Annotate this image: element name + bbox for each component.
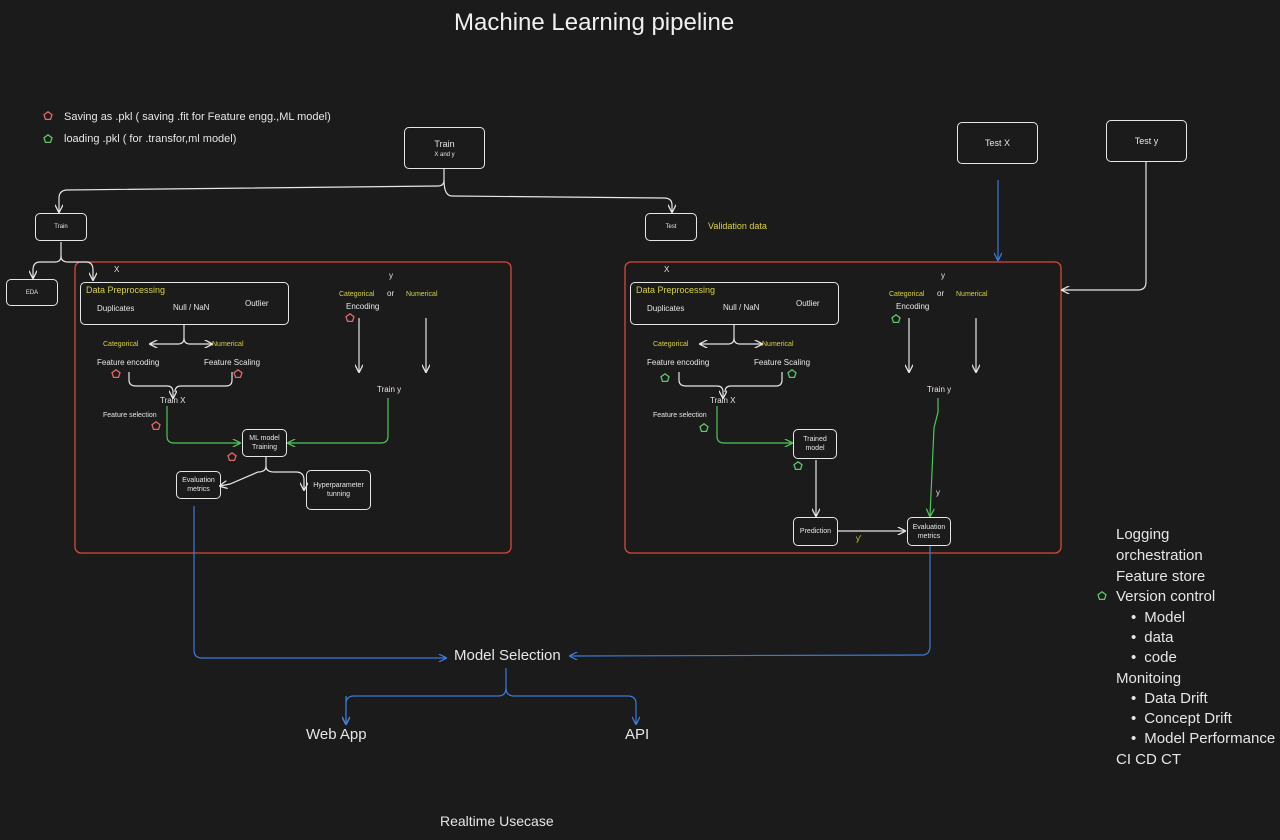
- load-marker: [793, 460, 803, 471]
- train-split-box: Train: [35, 213, 87, 241]
- left-feature-encoding: Feature encoding: [97, 358, 160, 367]
- y-true-label: y: [936, 488, 940, 497]
- web-app-label: Web App: [306, 726, 367, 743]
- right-outlier: Outlier: [796, 299, 820, 308]
- ml-model-line2: Training: [251, 444, 278, 451]
- test-split-box: Test: [645, 213, 697, 241]
- side-vc-item: Model: [1131, 610, 1185, 625]
- right-preprocessing-title: Data Preprocessing: [636, 285, 716, 295]
- right-feature-scaling: Feature Scaling: [754, 358, 811, 367]
- left-eval-line1: Evaluation: [182, 477, 215, 484]
- right-train-x: Train X: [710, 396, 736, 405]
- right-categorical: Categorical: [653, 341, 689, 348]
- load-marker: [699, 422, 709, 433]
- left-eval-line2: metrics: [187, 486, 210, 493]
- right-y-encoding: Encoding: [896, 302, 930, 311]
- api-label: API: [625, 726, 650, 743]
- side-monitoring: Monitoing: [1116, 670, 1182, 687]
- left-evaluation-box: Evaluation metrics: [176, 471, 221, 499]
- left-feature-scaling: Feature Scaling: [204, 358, 261, 367]
- y-pred-label: y': [856, 534, 862, 543]
- left-y-encoding: Encoding: [346, 302, 380, 311]
- model-selection-label: Model Selection: [454, 647, 561, 664]
- legend-load-marker: [43, 133, 53, 144]
- left-outlier: Outlier: [245, 299, 269, 308]
- side-mon-item: Data Drift: [1131, 691, 1207, 706]
- left-x-label: X: [114, 265, 120, 274]
- right-y-or: or: [937, 289, 945, 298]
- left-train-x: Train X: [160, 396, 186, 405]
- right-y-categorical: Categorical: [889, 291, 925, 298]
- hyper-line2: tunning: [327, 491, 350, 498]
- side-mon-item: Model Performance: [1131, 731, 1275, 746]
- right-x-label: X: [664, 265, 670, 274]
- load-marker: [1097, 590, 1107, 601]
- left-preprocessing-title: Data Preprocessing: [86, 285, 166, 295]
- right-feature-selection: Feature selection: [653, 412, 707, 419]
- left-train-y: Train y: [377, 385, 402, 394]
- train-xy-box: Train X and y: [404, 127, 485, 169]
- testing-panel: [624, 261, 1062, 554]
- load-marker: [891, 313, 901, 324]
- side-cicd: CI CD CT: [1116, 751, 1181, 768]
- realtime-usecase-label: Realtime Usecase: [440, 813, 554, 829]
- test-x-box: Test X: [957, 122, 1038, 164]
- left-duplicates: Duplicates: [97, 304, 135, 313]
- right-eval-line1: Evaluation: [912, 523, 946, 531]
- left-y-numerical: Numerical: [406, 291, 438, 298]
- right-y-numerical: Numerical: [956, 291, 988, 298]
- side-vc-item: data: [1131, 630, 1173, 645]
- left-feature-selection: Feature selection: [103, 412, 157, 419]
- save-marker: [151, 420, 161, 431]
- left-y-label: y: [389, 271, 393, 280]
- training-panel: [74, 261, 512, 554]
- ml-model-line1: ML model: [249, 435, 280, 442]
- prediction-box: Prediction: [793, 517, 838, 546]
- hyper-line1: Hyperparameter: [313, 482, 364, 489]
- load-marker: [660, 372, 670, 383]
- ml-model-training-box: ML model Training: [242, 429, 287, 457]
- left-y-or: or: [387, 289, 395, 298]
- right-evaluation-box: Evaluation metrics: [907, 517, 951, 546]
- legend-save-label: Saving as .pkl ( saving .fit for Feature…: [64, 111, 331, 123]
- test-y-box: Test y: [1106, 120, 1187, 162]
- right-duplicates: Duplicates: [647, 304, 685, 313]
- left-numerical: Numerical: [212, 341, 244, 348]
- side-vc-item: code: [1131, 650, 1177, 665]
- left-y-categorical: Categorical: [339, 291, 375, 298]
- save-marker: [111, 368, 121, 379]
- eda-box: EDA: [6, 279, 58, 306]
- left-categorical: Categorical: [103, 341, 139, 348]
- left-null-nan: Null / NaN: [173, 303, 210, 312]
- hyperparameter-box: Hyperparameter tunning: [306, 470, 371, 510]
- right-train-y: Train y: [927, 385, 952, 394]
- trained-line1: Trained: [803, 436, 827, 443]
- side-version-control: Version control: [1116, 588, 1216, 605]
- save-marker: [233, 368, 243, 379]
- right-preprocessing-box: [630, 282, 839, 325]
- right-null-nan: Null / NaN: [723, 303, 760, 312]
- diagram-title: Machine Learning pipeline: [454, 9, 735, 36]
- save-marker: [227, 451, 237, 462]
- side-logging: Logging: [1116, 526, 1170, 543]
- legend-save-marker: [43, 110, 53, 121]
- train-xy-subtitle: X and y: [434, 151, 455, 158]
- right-y-label: y: [941, 271, 945, 280]
- save-marker: [345, 312, 355, 323]
- right-feature-encoding: Feature encoding: [647, 358, 710, 367]
- right-eval-line2: metrics: [917, 532, 941, 540]
- trained-model-box: Trained model: [793, 429, 837, 459]
- trained-line2: model: [805, 445, 825, 452]
- train-xy-title: Train: [434, 138, 455, 149]
- legend-load-label: loading .pkl ( for .transfor,ml model): [64, 133, 237, 145]
- validation-data-label: Validation data: [708, 221, 767, 231]
- left-preprocessing-box: [80, 282, 289, 325]
- side-mon-item: Concept Drift: [1131, 711, 1232, 726]
- side-feature-store: Feature store: [1116, 568, 1206, 585]
- right-numerical: Numerical: [762, 341, 794, 348]
- side-orchestration: orchestration: [1116, 547, 1203, 564]
- load-marker: [787, 368, 797, 379]
